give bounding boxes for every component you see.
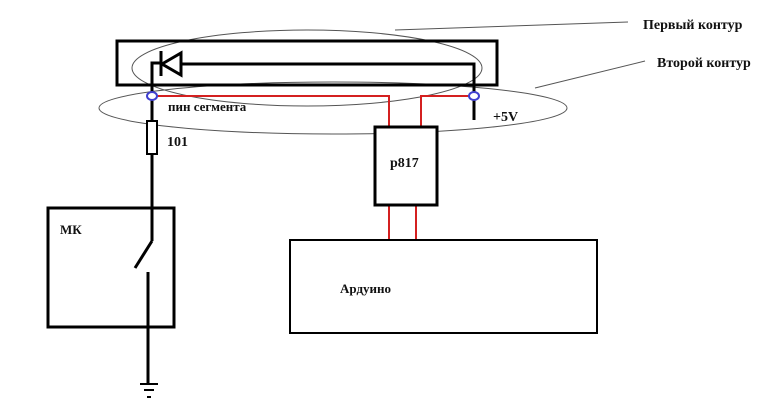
resistor-icon xyxy=(146,120,158,155)
arduino-label: Ардуино xyxy=(340,281,391,296)
segment-pin-label: пин сегмента xyxy=(168,99,247,114)
optocoupler-label: p817 xyxy=(390,156,419,171)
second-contour-ellipse xyxy=(98,81,568,135)
mk-label: МК xyxy=(60,222,82,237)
anode-wire xyxy=(181,62,476,120)
signal-wire-right xyxy=(420,95,474,128)
first-contour-ellipse xyxy=(131,29,483,107)
plus5v-label: +5V xyxy=(493,110,518,125)
signal-wire-left xyxy=(152,95,390,128)
cathode-wire xyxy=(150,61,161,121)
resistor-label: 101 xyxy=(167,135,188,150)
optocoupler-box xyxy=(373,125,439,207)
second-contour-label: Второй контур xyxy=(657,56,751,71)
diode-icon xyxy=(159,50,183,78)
mk-box xyxy=(46,206,176,329)
plus5v-pin-marker xyxy=(468,91,480,101)
first-contour-label: Первый контур xyxy=(643,18,743,33)
segment-module-box xyxy=(115,39,499,87)
segment-pin-marker xyxy=(146,91,158,101)
arduino-box xyxy=(289,239,598,334)
switch-icon xyxy=(133,240,154,269)
first-contour-leader xyxy=(394,21,629,31)
ground-icon xyxy=(140,383,158,398)
second-contour-leader xyxy=(534,60,646,89)
